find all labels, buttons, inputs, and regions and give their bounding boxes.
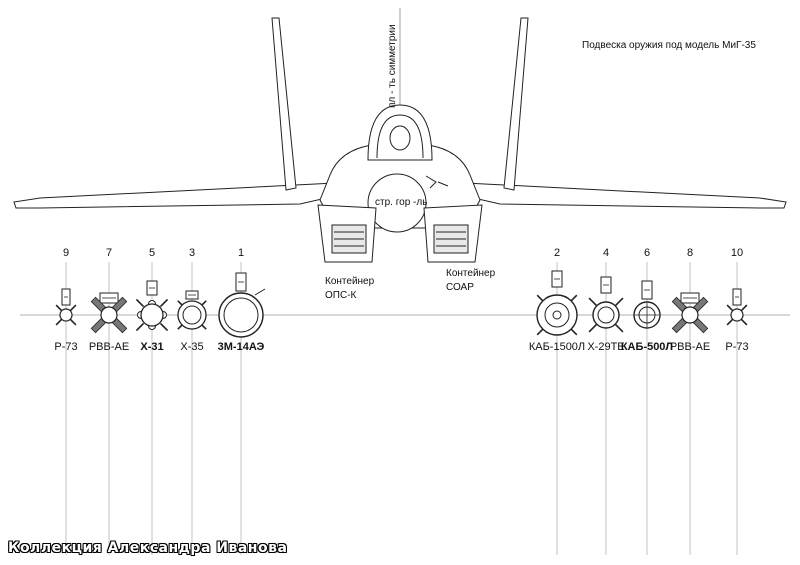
mig35-front-view [13,17,787,263]
weapon-station-9: 9Р-73 [54,247,78,555]
weapon-symbol-x31 [135,280,169,332]
weapon-label-7: РВВ-АЕ [89,341,129,353]
station-number-6: 6 [644,247,650,259]
weapon-symbol-kab500 [633,280,661,329]
weapon-label-2: КАБ-1500Л [529,341,585,353]
weapon-symbol-x35 [177,290,207,330]
weapon-symbol-x29 [588,276,624,333]
weapon-label-10: Р-73 [725,341,748,353]
station-number-1: 1 [238,247,244,259]
station-number-2: 2 [554,247,560,259]
container-right-line1: Контейнер [446,268,496,279]
weapon-station-4: 4Х-29ТЕ [587,247,625,555]
fuselage-reference-label: стр. гор -ль [375,197,427,208]
weapon-label-5: Х-31 [140,341,163,353]
container-right-line2: СОАР [446,282,474,293]
weapon-station-10: 10Р-73 [725,247,749,555]
station-number-3: 3 [189,247,195,259]
container-left-line1: Контейнер [325,276,375,287]
weapon-station-3: 3Х-35 [177,247,207,555]
weapon-station-5: 5Х-31 [135,247,169,555]
weapon-symbol-rvv [671,292,709,334]
station-number-7: 7 [106,247,112,259]
weapon-label-8: РВВ-АЕ [670,341,710,353]
weapon-label-6: КАБ-500Л [621,341,673,353]
station-number-8: 8 [687,247,693,259]
weapon-label-9: Р-73 [54,341,77,353]
left-fin [271,17,297,191]
container-left-line2: ОПС-К [325,290,357,301]
right-fin [503,17,529,191]
collection-credit: Коллекция Александра Иванова [8,540,288,556]
weapon-station-1: 1 3М-14АЭ [218,247,266,555]
weapon-symbol-rvv [90,292,128,334]
station-number-5: 5 [149,247,155,259]
symmetry-plane-label: пл - ть симметрии [387,24,398,108]
weapon-label-3: Х-35 [180,341,203,353]
drawing-title: Подвеска оружия под модель МиГ-35 [582,40,756,51]
weapon-symbol-kab1500 [536,270,578,336]
weapon-symbol-r73 [726,288,748,326]
weapon-symbol-r73 [55,288,77,326]
weapon-label-1: 3М-14АЭ [218,341,265,353]
weapon-label-4: Х-29ТЕ [587,341,624,353]
weapon-symbol-big [218,272,266,338]
station-number-10: 10 [731,247,743,259]
nose-radome [367,173,427,233]
station-number-9: 9 [63,247,69,259]
canopy [367,104,433,161]
station-number-4: 4 [603,247,609,259]
